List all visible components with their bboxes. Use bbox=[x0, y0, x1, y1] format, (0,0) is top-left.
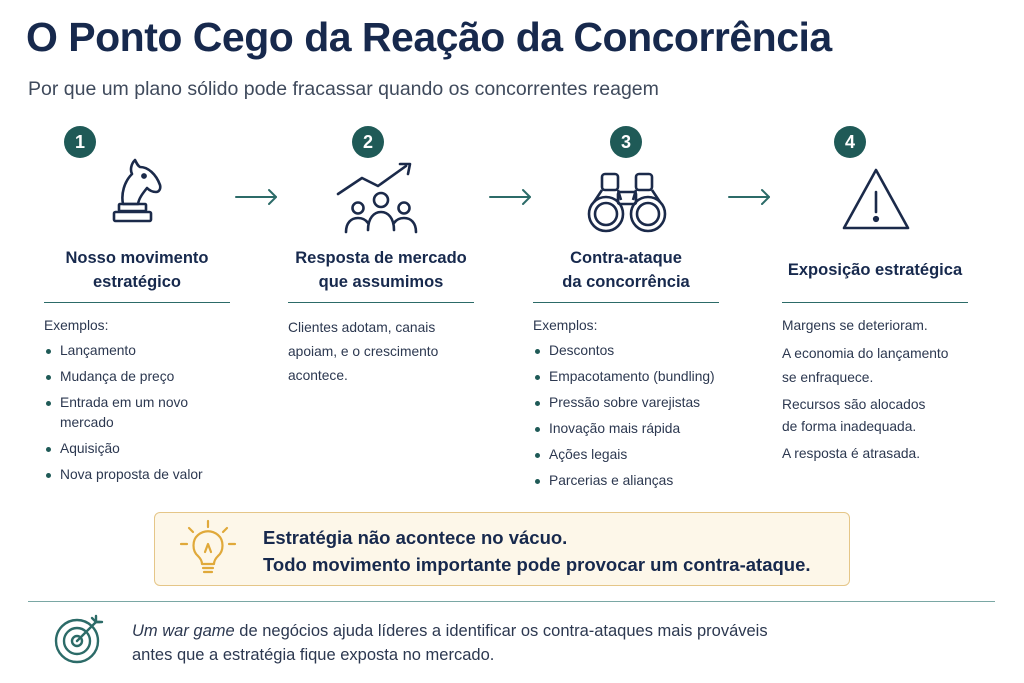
key-insight-callout: Estratégia não acontece no vácuo. Todo m… bbox=[154, 512, 850, 586]
list-item: Descontos bbox=[533, 341, 719, 361]
step-3-divider bbox=[533, 302, 719, 303]
arrow-right-icon bbox=[489, 189, 531, 205]
list-item: Entrada em um novo mercado bbox=[44, 393, 210, 433]
arrow-right-icon bbox=[235, 189, 277, 205]
list-item: Ações legais bbox=[533, 445, 719, 465]
list-item: Empacotamento (bundling) bbox=[533, 367, 719, 387]
list-item: Pressão sobre varejistas bbox=[533, 393, 719, 413]
list-item: Aquisição bbox=[44, 439, 230, 459]
step-2-badge: 2 bbox=[352, 126, 384, 158]
step-2-divider bbox=[288, 302, 474, 303]
step-1-title: Nosso movimento estratégico bbox=[65, 249, 209, 291]
exposure-paragraph: Margens se deterioram. bbox=[782, 318, 928, 333]
arrow-right-icon bbox=[728, 189, 770, 205]
step-1-body: Exemplos: Lançamento Mudança de preço En… bbox=[44, 316, 230, 491]
step-1-divider bbox=[44, 302, 230, 303]
step-3-body: Exemplos: Descontos Empacotamento (bundl… bbox=[533, 316, 719, 497]
page-subtitle: Por que um plano sólido pode fracassar q… bbox=[28, 78, 659, 100]
list-item: Inovação mais rápida bbox=[533, 419, 719, 439]
step-3-title: Contra-ataque da concorrência bbox=[562, 249, 690, 291]
exposure-paragraph: A economia do lançamento se enfraquece. bbox=[782, 346, 949, 385]
target-dart-icon bbox=[54, 614, 104, 664]
exposure-paragraph: Recursos são alocados de forma inadequad… bbox=[782, 397, 926, 434]
lightbulb-icon bbox=[179, 519, 237, 574]
step-2-title: Resposta de mercado que assumimos bbox=[295, 249, 467, 291]
footer-text: Um war game de negócios ajuda líderes a … bbox=[132, 622, 768, 664]
step-4-body: Margens se deterioram. A economia do lan… bbox=[782, 316, 968, 470]
step-3-badge: 3 bbox=[610, 126, 642, 158]
list-item: Parcerias e alianças bbox=[533, 471, 719, 491]
list-item: Lançamento bbox=[44, 341, 230, 361]
step-4-title: Exposição estratégica bbox=[787, 261, 963, 279]
footer-divider bbox=[28, 601, 995, 602]
page-title: O Ponto Cego da Reação da Concorrência bbox=[26, 14, 832, 60]
binoculars-icon bbox=[587, 172, 667, 233]
step-2-body: Clientes adotam, canais apoiam, e o cres… bbox=[288, 320, 439, 383]
warning-triangle-icon bbox=[842, 168, 910, 230]
step-4-badge: 4 bbox=[834, 126, 866, 158]
exposure-paragraph: A resposta é atrasada. bbox=[782, 446, 921, 461]
chess-knight-icon bbox=[112, 158, 162, 223]
step-4-divider bbox=[782, 302, 968, 303]
step-1-badge: 1 bbox=[64, 126, 96, 158]
market-growth-icon bbox=[336, 162, 418, 234]
list-item: Nova proposta de valor bbox=[44, 465, 230, 485]
list-item: Mudança de preço bbox=[44, 367, 230, 387]
callout-text: Estratégia não acontece no vácuo. Todo m… bbox=[263, 527, 811, 575]
